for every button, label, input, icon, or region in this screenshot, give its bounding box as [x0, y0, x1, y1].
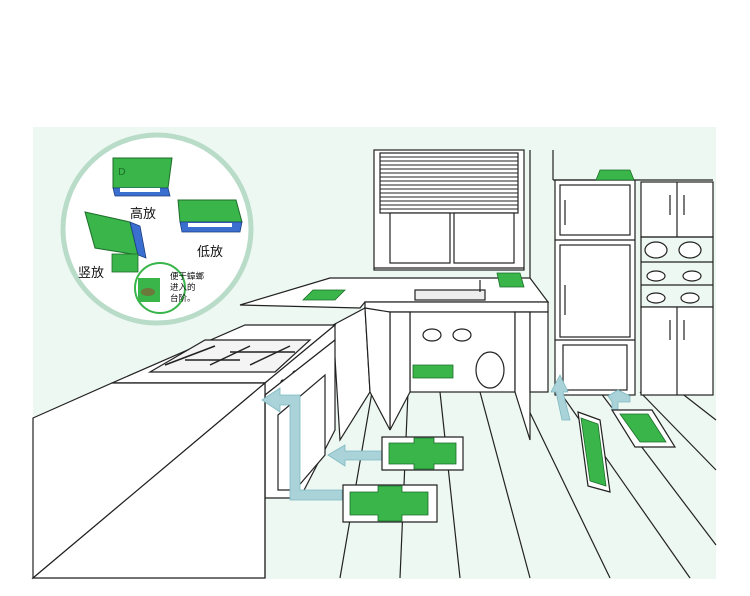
- lower-cabinet-right: [640, 306, 714, 396]
- sink-counter: [239, 277, 550, 313]
- trap-vertical-fridge-side: [577, 411, 611, 493]
- trap-low-icon: [177, 199, 243, 233]
- trap-under-sink: [412, 364, 454, 379]
- lower-cabinet-left: [332, 307, 391, 442]
- step-note-line-2: 进入的: [170, 283, 196, 293]
- refrigerator: [554, 179, 636, 396]
- step-note-line-1: 便于蟑螂: [170, 272, 205, 282]
- svg-text:D: D: [118, 167, 126, 178]
- flow-arrows: [261, 374, 631, 501]
- open-shelves: [640, 236, 714, 308]
- step-note: 便于蟑螂 进入的 台阶。: [170, 272, 222, 305]
- label-low: 低放: [197, 245, 224, 260]
- trap-floor-right: [610, 409, 677, 448]
- trap-floor-front: [342, 484, 438, 523]
- trap-top-cabinet: [595, 169, 635, 181]
- window: [373, 149, 525, 271]
- inset-circle: D: [60, 132, 254, 326]
- sink-cabinet: [389, 311, 549, 441]
- foreground-counter: [31, 381, 267, 580]
- label-high: 高放: [130, 207, 157, 222]
- trap-high-icon: D: [112, 157, 173, 197]
- trap-counter-sink: [496, 272, 525, 288]
- step-detail-circle: [134, 262, 186, 314]
- trap-vertical-icon: [84, 211, 147, 273]
- step-note-line-3: 台阶。: [170, 294, 196, 304]
- label-vertical: 竖放: [78, 266, 105, 281]
- trap-counter-top: [302, 289, 346, 301]
- trap-floor-mid: [381, 436, 464, 471]
